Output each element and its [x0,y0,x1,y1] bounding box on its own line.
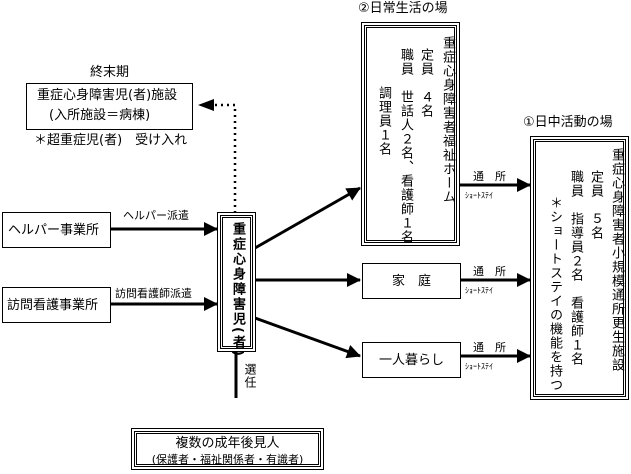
helper-office-box[interactable]: ヘルパー事業所 [2,212,111,248]
home-label: 家 庭 [391,274,431,289]
commute-label-1: 通 所 [473,170,506,183]
home-box[interactable]: 家 庭 [362,263,461,299]
guardian-members: (保護者・福祉関係者・有識者) [151,453,304,466]
shortstay-label-1: ｼｮｰﾄｽﾃｲ [465,191,493,200]
daytime-place-heading: ①日中活動の場 [523,115,613,130]
group-home-box[interactable]: 重症心身障害者福祉ホーム 定員 ４名 職員 世話人２名、看護師１名 調理員１名 [361,22,460,246]
terminal-note: ＊超重症児(者) 受け入れ [34,133,188,148]
dotted-link-to-terminal-facility [203,103,237,213]
guardian-box[interactable]: 複数の成年後見人 (保護者・福祉関係者・有識者) [131,428,324,470]
living-alone-box[interactable]: 一人暮らし [362,342,461,378]
visiting-nurse-office-box[interactable]: 訪問看護事業所 [2,287,111,323]
arrowhead-terminal [198,99,214,111]
person-box[interactable]: 重症心身障害児(者) [217,212,256,358]
group-home-cook: 調理員１名 [376,86,391,156]
visiting-nurse-office-label: 訪問看護事業所 [7,298,99,313]
arrow-to-alone [254,316,361,359]
group-home-staff: 職員 世話人２名、看護師１名 [398,48,413,244]
daytime-facility-note: ＊ショートステイの機能を持つ [547,196,562,392]
terminal-facility-box[interactable]: 重症心身障害児(者)施設 (入所施設＝病棟) [26,83,193,130]
daytime-facility-name: 重症心身障害者小規模通所更生施設 [609,148,624,372]
daytime-facility-box[interactable]: 重症心身障害者小規模通所更生施設 定員 ５名 職員 指導員２名 看護師１名 ＊シ… [530,136,629,400]
living-place-heading: ②日常生活の場 [358,1,448,16]
group-home-capacity: 定員 ４名 [418,48,433,118]
group-home-name: 重症心身障害者福祉ホーム [440,36,455,204]
commute-label-2: 通 所 [473,265,506,278]
living-alone-label: 一人暮らし [378,353,444,368]
nurse-dispatch-label: 訪問看護師派遣 [115,287,192,300]
terminal-stage-label: 終末期 [90,65,130,80]
daytime-facility-staff: 職員 指導員２名 看護師１名 [568,170,583,366]
terminal-facility-type: (入所施設＝病棟) [49,108,151,123]
shortstay-label-2: ｼｮｰﾄｽﾃｲ [465,286,493,295]
terminal-facility-name: 重症心身障害児(者)施設 [37,88,178,103]
guardian-title: 複数の成年後見人 [175,436,280,451]
shortstay-label-3: ｼｮｰﾄｽﾃｲ [465,362,493,371]
commute-label-3: 通 所 [473,341,506,354]
daytime-facility-capacity: 定員 ５名 [588,170,603,240]
person-label: 重症心身障害児(者) [230,222,245,358]
helper-office-label: ヘルパー事業所 [8,223,100,238]
appointment-label: 選任 [243,363,257,389]
arrow-to-group-home [254,186,361,250]
helper-dispatch-label: ヘルパー派遣 [123,209,189,222]
